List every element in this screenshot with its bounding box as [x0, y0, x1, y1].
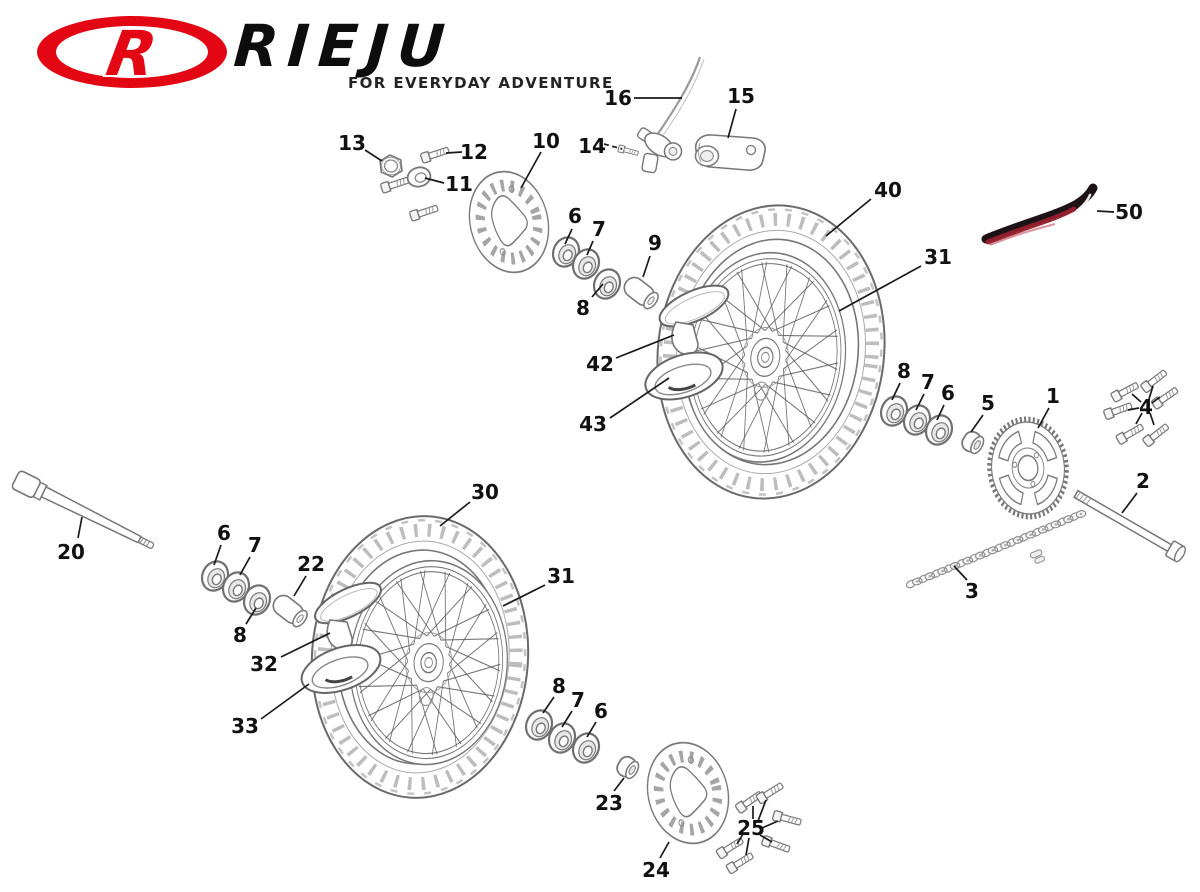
callout-part-3: 3: [965, 579, 979, 603]
callout-part-33: 33: [231, 714, 259, 738]
callout-part-8: 8: [576, 296, 590, 320]
callout-part-4: 4: [1139, 395, 1153, 419]
callout-part-2: 2: [1136, 469, 1150, 493]
leader-lines: [77, 97, 1161, 859]
callout-part-11: 11: [445, 172, 473, 196]
rear-brake-disc: [646, 741, 730, 845]
callout-part-8: 8: [552, 674, 566, 698]
callout-part-5: 5: [981, 391, 995, 415]
callout-part-16: 16: [604, 86, 632, 110]
fasteners-layer: [379, 144, 1179, 875]
drive-chain: [905, 510, 1087, 589]
callout-part-10: 10: [532, 129, 560, 153]
callout-part-14: 14: [578, 134, 606, 158]
callout-part-6: 6: [217, 521, 231, 545]
callout-part-43: 43: [579, 412, 607, 436]
callout-part-42: 42: [586, 352, 614, 376]
rieju-logo-oval: R: [37, 15, 227, 92]
front-brake-disc: [468, 170, 550, 274]
callout-part-23: 23: [595, 791, 623, 815]
front-axle: [11, 470, 155, 549]
callout-part-50: 50: [1115, 200, 1143, 224]
callout-part-40: 40: [874, 178, 902, 202]
callout-part-20: 20: [57, 540, 85, 564]
sensor-bracket: [694, 134, 766, 171]
callout-part-7: 7: [592, 217, 606, 241]
callout-part-22: 22: [297, 552, 325, 576]
callout-part-6: 6: [568, 204, 582, 228]
callout-part-8: 8: [233, 623, 247, 647]
callout-part-31: 31: [924, 245, 952, 269]
callout-part-32: 32: [250, 652, 278, 676]
callout-part-8: 8: [897, 359, 911, 383]
callout-part-13: 13: [338, 131, 366, 155]
rear-axle: [1073, 489, 1186, 563]
brand-tagline: FOR EVERYDAY ADVENTURE: [348, 74, 614, 92]
callout-part-9: 9: [648, 231, 662, 255]
callout-part-30: 30: [471, 480, 499, 504]
callout-part-7: 7: [921, 370, 935, 394]
callout-part-6: 6: [594, 699, 608, 723]
rim-decal: [981, 183, 1098, 246]
front-rim-bands: [300, 581, 382, 694]
callout-part-24: 24: [642, 858, 670, 882]
callout-part-7: 7: [571, 688, 585, 712]
bearings-layer: [200, 236, 985, 780]
callout-part-7: 7: [248, 533, 262, 557]
sprocket: [987, 416, 1069, 520]
callout-part-31: 31: [547, 564, 575, 588]
sensor-cable: [656, 56, 702, 136]
mud-flap-rear: [671, 321, 699, 356]
callout-part-15: 15: [727, 84, 755, 108]
callout-part-1: 1: [1046, 384, 1060, 408]
callout-part-25: 25: [737, 816, 765, 840]
speed-sensor: [636, 56, 705, 174]
callout-part-6: 6: [941, 381, 955, 405]
callout-part-12: 12: [460, 140, 488, 164]
